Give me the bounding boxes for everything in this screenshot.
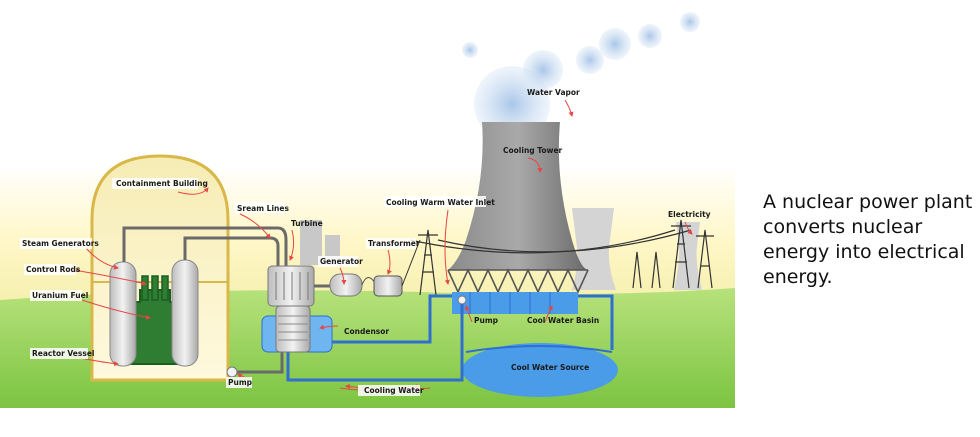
cooling-water-pipes	[286, 294, 614, 382]
label-reactor-vessel: Reactor Vessel	[30, 348, 94, 359]
turbine	[267, 265, 315, 307]
svg-text:Containment Building: Containment Building	[116, 179, 208, 188]
generator	[329, 273, 363, 297]
svg-text:Cooling Tower: Cooling Tower	[503, 146, 563, 155]
label-electricity: Electricity	[668, 210, 711, 219]
svg-text:Cool Water Source: Cool Water Source	[511, 363, 589, 372]
label-pump-left: Pump	[226, 377, 253, 388]
steam-generators	[109, 259, 199, 367]
svg-text:Cooling Warm Water Inlet: Cooling Warm Water Inlet	[386, 198, 495, 207]
svg-text:Pump: Pump	[474, 316, 499, 325]
cool-water-basin	[452, 292, 578, 314]
label-transformer: Transformer	[366, 238, 420, 249]
label-cooling-tower: Cooling Tower	[503, 146, 563, 155]
label-pump-right: Pump	[474, 316, 499, 325]
svg-text:Electricity: Electricity	[668, 210, 711, 219]
control-rods	[141, 275, 169, 301]
label-cooling-water: Cooling Water	[358, 385, 424, 396]
label-containment-building: Containment Building	[112, 178, 208, 189]
svg-text:Steam Generators: Steam Generators	[22, 239, 99, 248]
cool-water-source-lake	[462, 343, 618, 397]
svg-text:Uranium Fuel: Uranium Fuel	[32, 291, 88, 300]
svg-text:Control Rods: Control Rods	[26, 265, 81, 274]
svg-text:Water Vapor: Water Vapor	[527, 88, 580, 97]
label-condensor: Condensor	[344, 327, 389, 336]
transformer	[373, 275, 403, 297]
pump-left	[226, 366, 238, 378]
caption: A nuclear power plant converts nuclear e…	[763, 191, 973, 288]
label-steam-generators: Steam Generators	[20, 238, 99, 249]
svg-text:Sream Lines: Sream Lines	[237, 204, 289, 213]
label-water-vapor: Water Vapor	[527, 88, 580, 97]
svg-text:Generator: Generator	[320, 257, 363, 266]
svg-text:Reactor Vessel: Reactor Vessel	[32, 349, 94, 358]
label-control-rods: Control Rods	[24, 264, 81, 275]
label-cool-water-basin: Cool Water Basin	[527, 316, 599, 325]
label-generator: Generator	[318, 256, 363, 267]
svg-text:Cool Water Basin: Cool Water Basin	[527, 316, 599, 325]
svg-text:Pump: Pump	[228, 378, 253, 387]
label-cooling-warm-water-inlet: Cooling Warm Water Inlet	[384, 196, 495, 207]
label-stream-lines: Sream Lines	[234, 202, 289, 213]
pump-right	[457, 295, 467, 305]
label-uranium-fuel: Uranium Fuel	[30, 290, 88, 301]
label-cool-water-source: Cool Water Source	[511, 363, 589, 372]
svg-text:Transformer: Transformer	[368, 239, 420, 248]
svg-text:Condensor: Condensor	[344, 327, 389, 336]
label-turbine: Turbine	[291, 219, 323, 228]
cooling-tower	[448, 122, 588, 270]
svg-text:Cooling Water: Cooling Water	[364, 386, 424, 395]
svg-text:Turbine: Turbine	[291, 219, 323, 228]
